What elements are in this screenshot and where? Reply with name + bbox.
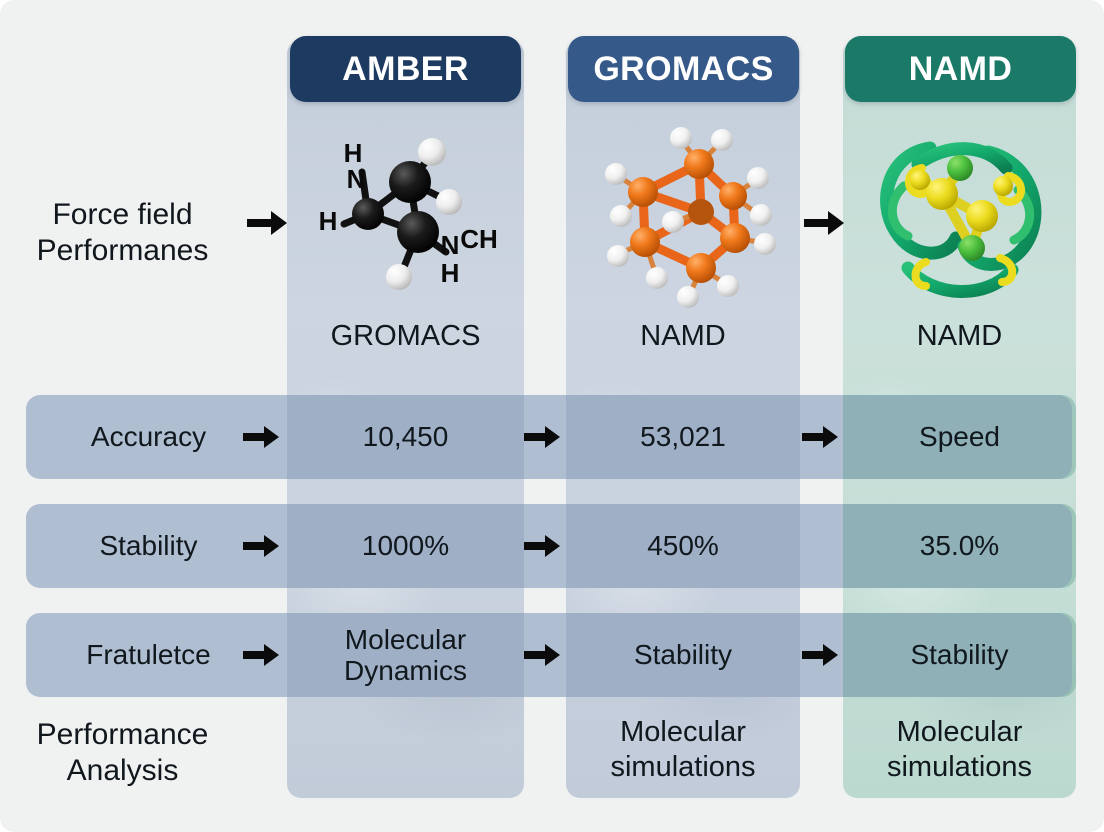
column-header-amber[interactable]: AMBER — [290, 36, 521, 102]
column-header-label: NAMD — [908, 49, 1013, 88]
row-tint-col2 — [843, 504, 1076, 588]
row-label: Fratuletce — [86, 639, 211, 671]
cubane-molecule-orange-icon — [583, 120, 783, 310]
column-header-namd[interactable]: NAMD — [845, 36, 1076, 102]
column-caption-0: GROMACS — [330, 320, 481, 352]
row-label: Stability — [99, 530, 198, 562]
right-arrow-icon — [800, 641, 840, 669]
row-value-0: 10,450 — [362, 421, 449, 453]
row-tint-col0 — [287, 504, 524, 588]
column-header-label: AMBER — [342, 49, 469, 88]
organic-molecule-black-white-icon: H N H N CH H — [306, 120, 506, 310]
table-row[interactable]: Accuracy 10,450 53,021 Speed — [26, 395, 1076, 479]
right-arrow-icon — [800, 423, 840, 451]
right-arrow-icon — [522, 423, 562, 451]
row-tint-col2 — [843, 395, 1076, 479]
row-value-1: 450% — [647, 530, 719, 562]
svg-text:N: N — [441, 230, 460, 260]
svg-text:N: N — [347, 164, 366, 194]
row-label: Accuracy — [90, 421, 207, 453]
right-arrow-icon — [245, 208, 289, 238]
row-tint-col0 — [287, 395, 524, 479]
right-arrow-icon — [522, 532, 562, 560]
row-tint-col1 — [566, 395, 800, 479]
right-arrow-icon — [241, 423, 281, 451]
row-value-2: Speed — [919, 421, 1000, 453]
row-tint-col1 — [566, 504, 800, 588]
column-header-gromacs[interactable]: GROMACS — [568, 36, 799, 102]
protein-ribbon-green-yellow-icon — [860, 120, 1060, 310]
row-tint-col0 — [287, 613, 524, 697]
row-tint-col1 — [566, 613, 800, 697]
row-value-1: 53,021 — [640, 421, 726, 453]
svg-text:H: H — [441, 258, 460, 288]
row-value-2: 35.0% — [919, 530, 1000, 562]
table-row[interactable]: Stability 1000% 450% 35.0% — [26, 504, 1076, 588]
right-arrow-icon — [241, 532, 281, 560]
svg-text:CH: CH — [460, 224, 498, 254]
right-arrow-icon — [522, 641, 562, 669]
right-arrow-icon — [802, 208, 846, 238]
row-value-0: 1000% — [361, 530, 450, 562]
right-arrow-icon — [241, 641, 281, 669]
column-caption-1: NAMD — [640, 320, 726, 352]
svg-text:H: H — [344, 138, 363, 168]
row-value-2: Stability — [910, 639, 1009, 671]
column-header-label: GROMACS — [593, 49, 774, 88]
row-value-1: Stability — [633, 639, 733, 671]
column-caption-2: NAMD — [916, 320, 1003, 352]
row-tint-col2 — [843, 613, 1076, 697]
svg-text:H: H — [319, 206, 338, 236]
